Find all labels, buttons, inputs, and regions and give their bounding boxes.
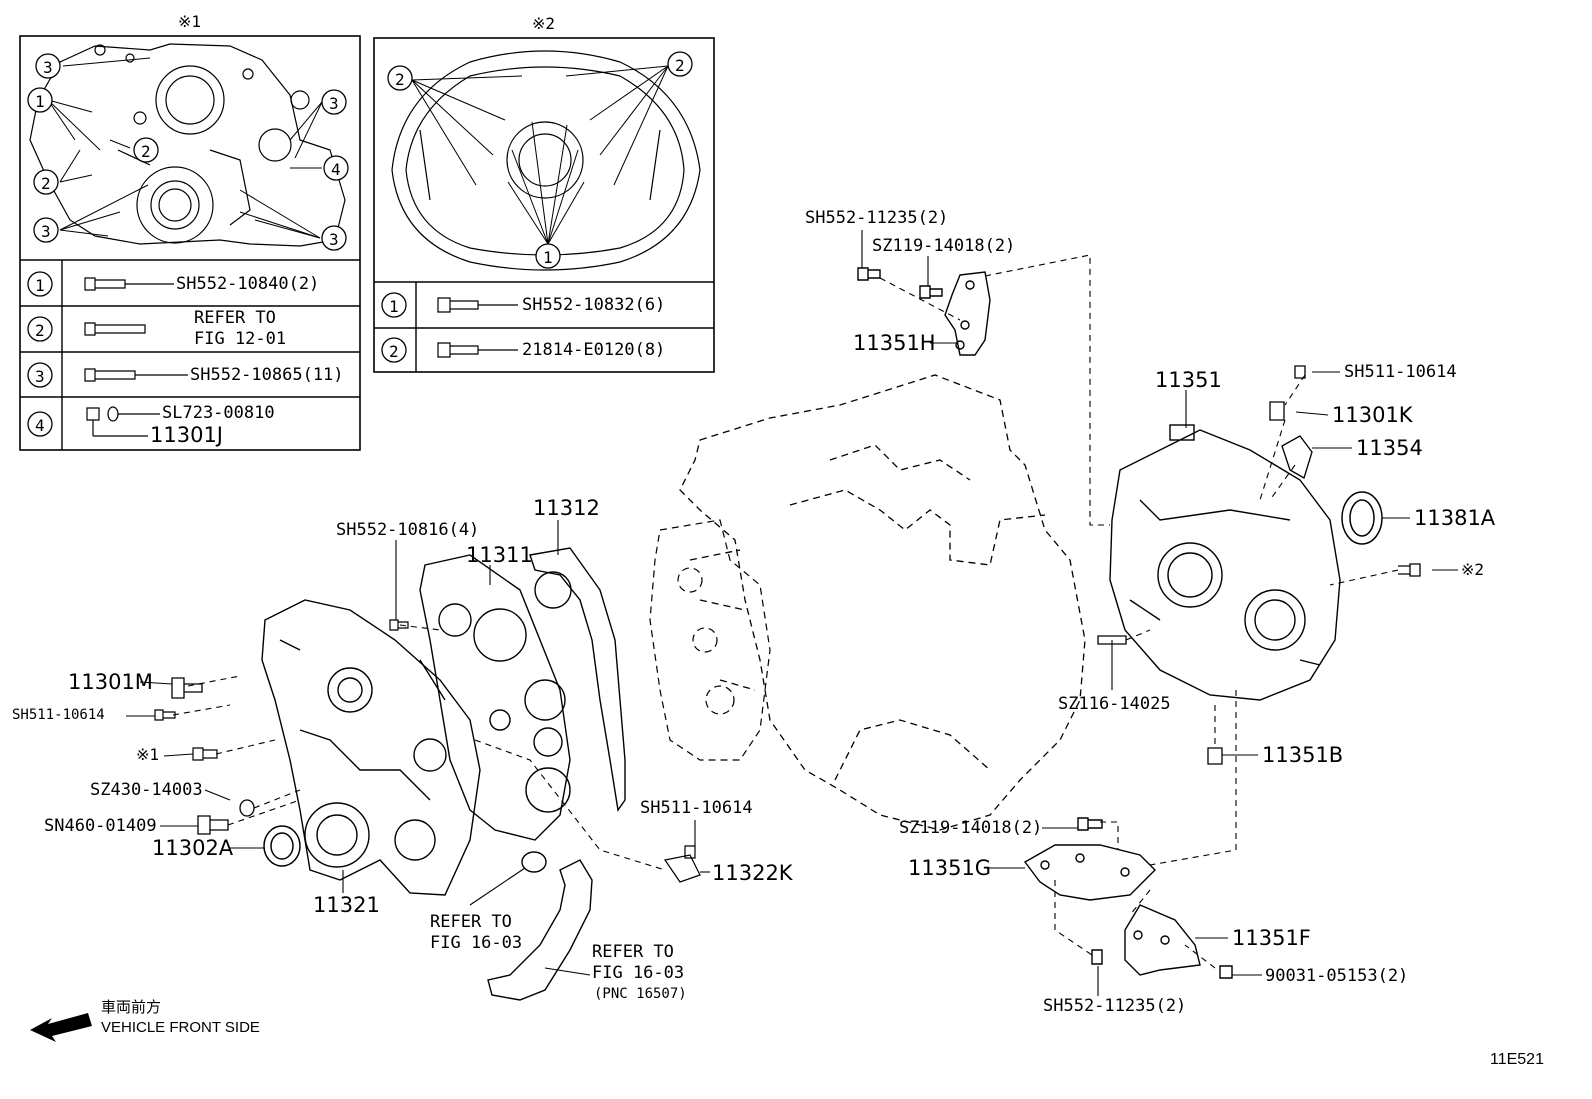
inset2-mark: ※2 bbox=[532, 14, 556, 33]
inset1-callout-2: 2 bbox=[141, 142, 151, 161]
inset1-callout-3b: 3 bbox=[41, 222, 51, 241]
label-11322k: 11322K bbox=[712, 861, 793, 885]
bolt-sn460 bbox=[197, 815, 229, 835]
inset1-callout-3d: 3 bbox=[329, 230, 339, 249]
inset1-row3-num: 3 bbox=[35, 367, 45, 386]
sensor-11301k bbox=[1269, 365, 1306, 421]
label-11311: 11311 bbox=[466, 543, 533, 567]
engine-block-outline bbox=[679, 374, 1086, 831]
inset1-bolt-icons bbox=[84, 277, 188, 437]
inset2-housing-sketch bbox=[391, 50, 701, 271]
timing-case-11321 bbox=[261, 599, 481, 896]
sensor-11301m bbox=[171, 677, 203, 699]
inset1-row3-text: SH552-10865(11) bbox=[190, 365, 344, 385]
inset2-box bbox=[373, 37, 715, 373]
label-sh552-10816: SH552-10816(4) bbox=[336, 520, 480, 540]
inset2-row1-num: 1 bbox=[389, 297, 399, 316]
inset1-mark: ※1 bbox=[178, 12, 202, 31]
inset1-callout-3c: 3 bbox=[329, 94, 339, 113]
label-90031-05153: 90031-05153(2) bbox=[1265, 966, 1409, 986]
label-11351g: 11351G bbox=[908, 856, 992, 880]
inset1-callout-lines bbox=[47, 57, 323, 239]
inset1-callout-3: 3 bbox=[43, 58, 53, 77]
label-11381a: 11381A bbox=[1414, 506, 1496, 530]
inset1-callout-1: 1 bbox=[35, 92, 45, 111]
timing-gasket-11312 bbox=[529, 547, 626, 812]
inset2-callout-1: 1 bbox=[543, 248, 553, 267]
inset1-row1-num: 1 bbox=[35, 276, 45, 295]
inset2-callout-lines bbox=[411, 65, 669, 245]
bracket-11351g bbox=[1023, 817, 1156, 901]
inset2-row2-text: 21814-E0120(8) bbox=[522, 340, 666, 360]
small-bolts-left bbox=[154, 619, 701, 883]
label-sn460-01409: SN460-01409 bbox=[44, 816, 157, 836]
seal-11381a bbox=[1341, 491, 1383, 545]
label-sh511-10614-mid: SH511-10614 bbox=[640, 798, 753, 818]
label-11351: 11351 bbox=[1155, 368, 1222, 392]
label-11351f: 11351F bbox=[1232, 926, 1311, 950]
oil-strainer-pipe bbox=[487, 851, 593, 1001]
inset1-row1-text: SH552-10840(2) bbox=[176, 274, 320, 294]
solid-leaders bbox=[126, 230, 1458, 996]
label-mark2-right: ※2 bbox=[1461, 560, 1485, 579]
stud-parts-right bbox=[1097, 563, 1421, 765]
front-label-jp: 車両前方 bbox=[101, 998, 162, 1016]
label-11351h: 11351H bbox=[853, 331, 936, 355]
flywheel-housing-11351 bbox=[1109, 424, 1341, 701]
oil-pump-gasket-outline bbox=[649, 519, 771, 761]
label-sh511-10614-right: SH511-10614 bbox=[1344, 362, 1457, 382]
label-sh552-11235-top: SH552-11235(2) bbox=[805, 208, 949, 228]
dashed-leaders bbox=[172, 254, 1399, 969]
label-sh552-11235-low: SH552-11235(2) bbox=[1043, 996, 1187, 1016]
bracket-11351h bbox=[857, 267, 991, 356]
label-mark1-left: ※1 bbox=[136, 745, 160, 764]
front-arrow-icon bbox=[30, 1013, 92, 1042]
label-refer-fig-16-03-b: REFER TO FIG 16-03 bbox=[592, 942, 685, 983]
plate-11351f bbox=[1091, 904, 1233, 979]
label-pnc-16507: (PNC 16507) bbox=[594, 986, 687, 1002]
label-refer-fig-16-03-a: REFER TO FIG 16-03 bbox=[430, 912, 523, 953]
label-sz119-14018-low: SZ119-14018(2) bbox=[899, 818, 1043, 838]
label-sh511-10614-left: SH511-10614 bbox=[12, 707, 105, 723]
label-11302a: 11302A bbox=[152, 836, 234, 860]
inset1-box bbox=[19, 35, 361, 451]
inset1-timing-case-sketch bbox=[29, 43, 346, 247]
label-sz116-14025: SZ116-14025 bbox=[1058, 694, 1171, 714]
inset1-callout-2b: 2 bbox=[41, 174, 51, 193]
inset1-callout-4: 4 bbox=[331, 160, 341, 179]
seal-11302a bbox=[263, 825, 301, 867]
front-label-en: VEHICLE FRONT SIDE bbox=[101, 1019, 260, 1036]
inset1-row4-num: 4 bbox=[35, 416, 45, 435]
parts-diagram: ※1 3 1 2 2 3 3 4 3 1 SH552-10840(2) 2 RE… bbox=[12, 12, 1544, 1068]
inset2-row1-text: SH552-10832(6) bbox=[522, 295, 666, 315]
label-11301k: 11301K bbox=[1332, 403, 1413, 427]
inset1-callout-circles bbox=[27, 53, 349, 437]
inset2-bolt-icons bbox=[437, 297, 518, 358]
figure-code: 11E521 bbox=[1490, 1051, 1544, 1068]
label-11301m: 11301M bbox=[68, 670, 153, 694]
cover-11354 bbox=[1281, 435, 1313, 479]
label-sz430-14003: SZ430-14003 bbox=[90, 780, 203, 800]
gasket-sz430 bbox=[239, 799, 255, 817]
inset2-callout-circles bbox=[381, 51, 693, 363]
label-11321: 11321 bbox=[313, 893, 380, 917]
inset1-row4-text: SL723-00810 bbox=[162, 403, 275, 423]
inset2-row2-num: 2 bbox=[389, 342, 399, 361]
label-11312: 11312 bbox=[533, 496, 600, 520]
timing-cover-gasket-11311 bbox=[419, 554, 571, 841]
inset1-row4-text2: 11301J bbox=[150, 423, 223, 447]
label-11354: 11354 bbox=[1356, 436, 1423, 460]
label-sz119-14018-top: SZ119-14018(2) bbox=[872, 236, 1016, 256]
label-11351b: 11351B bbox=[1262, 743, 1344, 767]
inset1-row2-num: 2 bbox=[35, 321, 45, 340]
inset2-callout-2b: 2 bbox=[675, 56, 685, 75]
inset2-callout-2a: 2 bbox=[395, 70, 405, 89]
diagram-drawing bbox=[19, 35, 1458, 1042]
inset1-row2-text: REFER TO FIG 12-01 bbox=[194, 308, 287, 349]
